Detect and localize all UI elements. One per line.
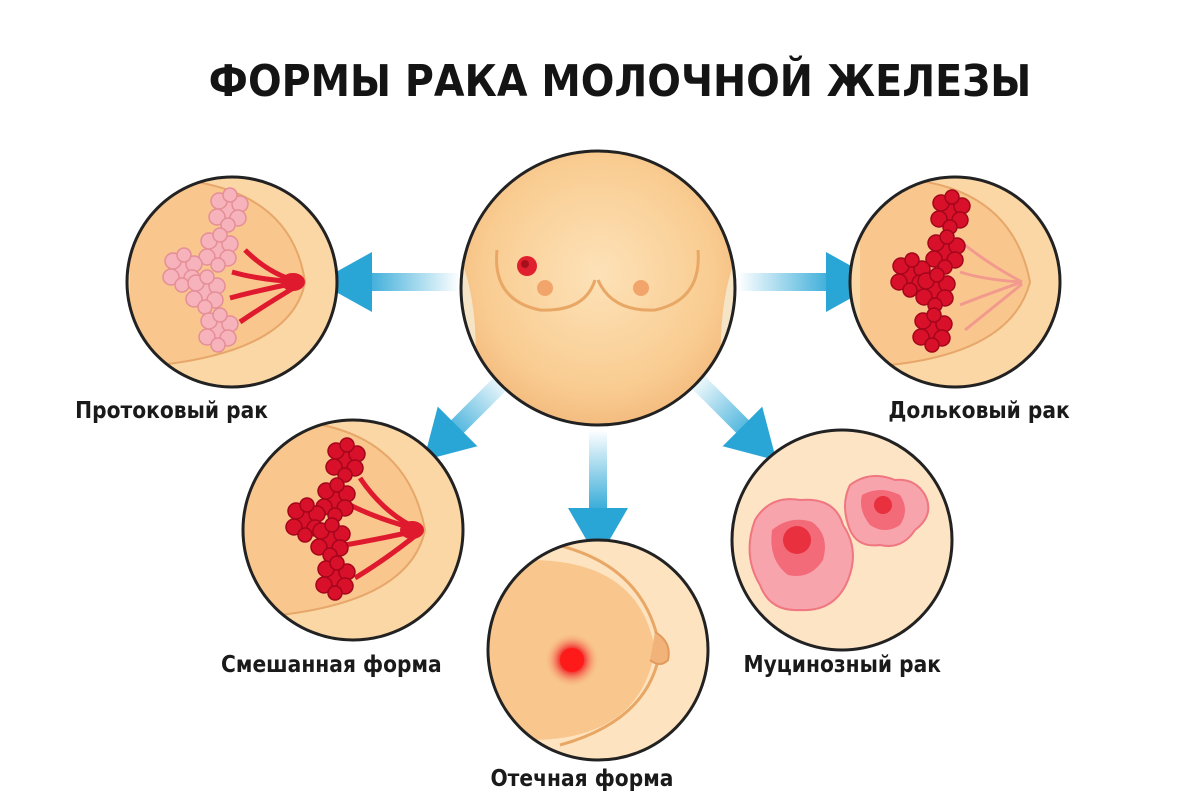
label-mixed: Смешанная форма	[221, 652, 442, 678]
mixed-circle	[240, 420, 463, 640]
ductal-circle	[127, 177, 337, 387]
label-lobular: Дольковый рак	[888, 398, 1069, 424]
arrow-to-ductal	[318, 252, 460, 312]
mucinous-circle	[732, 430, 952, 650]
label-ductal: Протоковый рак	[75, 398, 268, 424]
edematous-circle	[488, 540, 708, 760]
label-mucinous: Муцинозный рак	[743, 652, 941, 678]
center-torso-circle	[461, 151, 735, 425]
label-edematous: Отечная форма	[490, 766, 673, 792]
lobular-circle	[850, 177, 1060, 387]
